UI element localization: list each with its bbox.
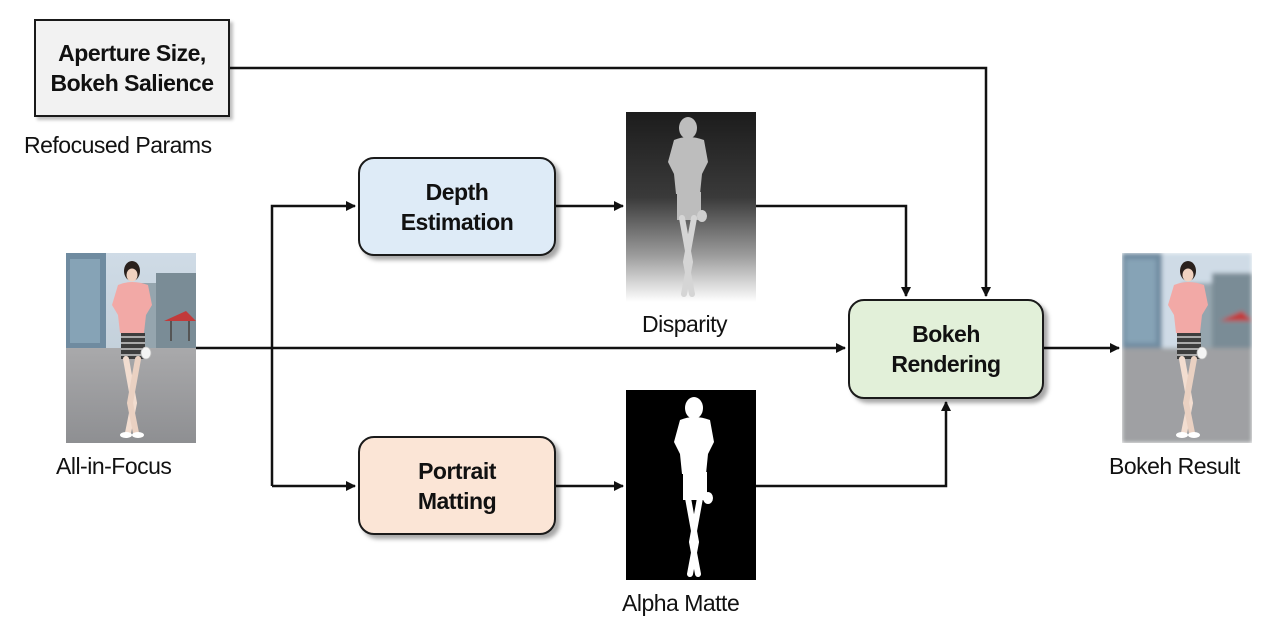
bokeh-rendering-box: Bokeh Rendering — [848, 299, 1044, 399]
arrow-disparity-to-bokeh — [756, 204, 911, 297]
disparity-label: Disparity — [642, 311, 727, 337]
arrow-alpha-to-bokeh — [756, 401, 951, 488]
arrow-split-to-depth — [270, 201, 356, 486]
bokeh-result-label: Bokeh Result — [1109, 453, 1240, 479]
input-photo — [66, 253, 196, 443]
disparity-map — [626, 112, 756, 302]
portrait-matting-box: Portrait Matting — [358, 436, 556, 535]
refocus-params-box: Aperture Size, Bokeh Salience — [34, 19, 230, 117]
depth-estimation-box: Depth Estimation — [358, 157, 556, 256]
refocused-params-label: Refocused Params — [24, 132, 212, 158]
result-photo — [1122, 253, 1252, 443]
alpha-matte-image — [626, 390, 756, 580]
all-in-focus-label: All-in-Focus — [56, 453, 172, 479]
alpha-matte-label: Alpha Matte — [622, 590, 740, 616]
arrow-params-to-bokeh — [230, 66, 991, 297]
